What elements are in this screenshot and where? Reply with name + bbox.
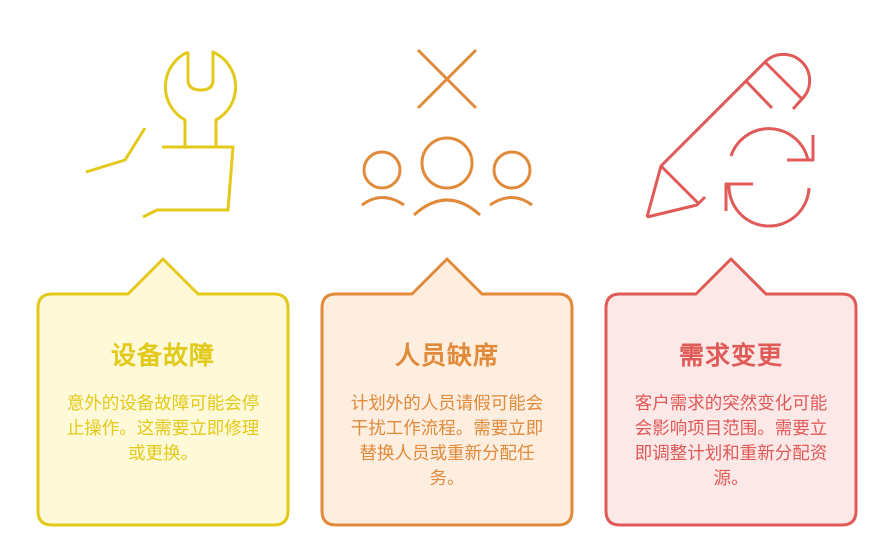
card-requirement-change: 需求变更 客户需求的突然变化可能会影响项目范围。需要立即调整计划和重新分配资源。 bbox=[608, 296, 854, 522]
card-equipment-failure: 设备故障 意外的设备故障可能会停止操作。这需要立即修理或更换。 bbox=[40, 296, 286, 522]
team-remove-icon bbox=[361, 48, 533, 217]
callout-box-staff bbox=[320, 257, 574, 527]
card-title: 设备故障 bbox=[110, 341, 215, 370]
card-title: 人员缺席 bbox=[394, 341, 499, 370]
callout-box-equipment bbox=[36, 257, 290, 527]
card-title: 需求变更 bbox=[678, 341, 783, 370]
card-description: 计划外的人员请假可能会干扰工作流程。需要立即替换人员或重新分配任务。 bbox=[350, 394, 544, 489]
card-description: 客户需求的突然变化可能会影响项目范围。需要立即调整计划和重新分配资源。 bbox=[634, 394, 828, 489]
wrench-hand-icon bbox=[85, 50, 238, 219]
callout-box-requirements bbox=[604, 257, 858, 527]
pencil-refresh-icon bbox=[645, 52, 815, 228]
card-description: 意外的设备故障可能会停止操作。这需要立即修理或更换。 bbox=[66, 394, 260, 464]
card-staff-absence: 人员缺席 计划外的人员请假可能会干扰工作流程。需要立即替换人员或重新分配任务。 bbox=[324, 296, 570, 522]
